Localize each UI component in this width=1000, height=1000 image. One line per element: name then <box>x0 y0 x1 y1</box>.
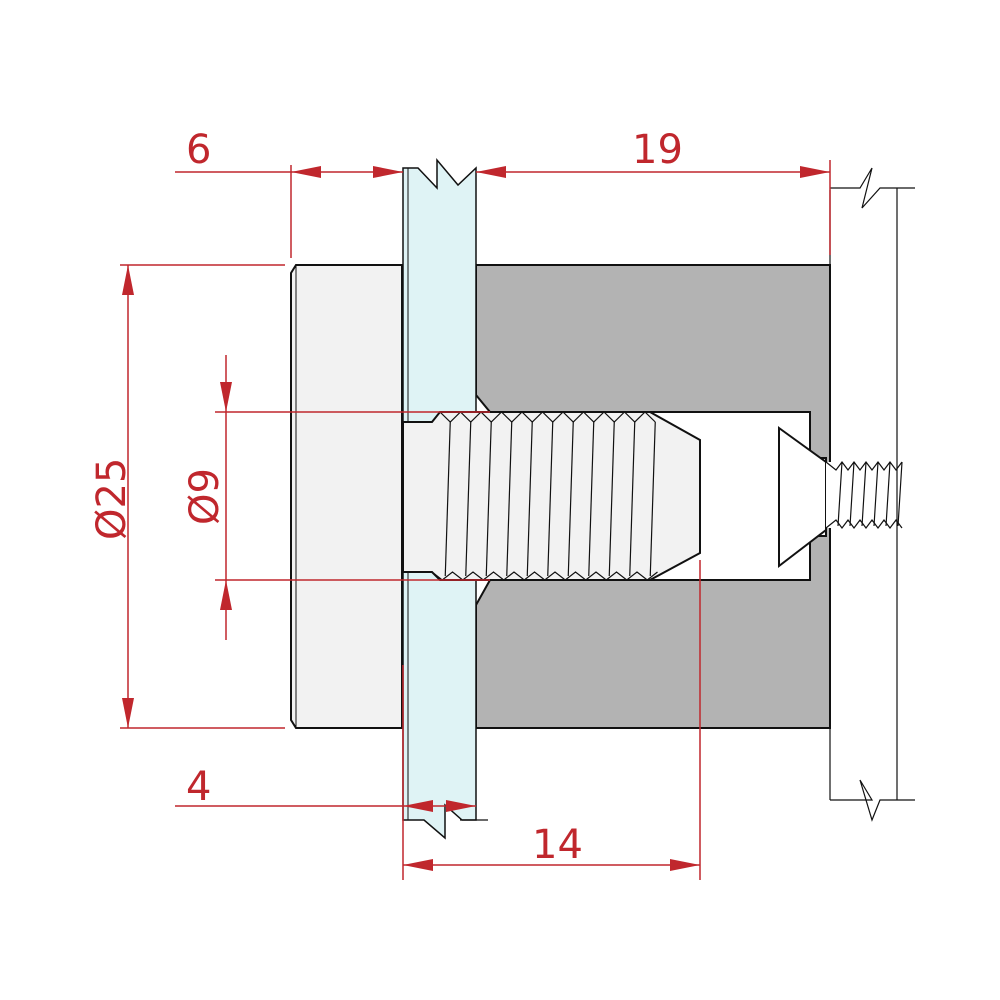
countersunk-screw <box>778 426 903 569</box>
thread-line <box>873 461 879 527</box>
thread-line <box>861 461 867 527</box>
dimension-cap-diameter: Ø25 <box>89 264 285 729</box>
threaded-bolt <box>402 411 701 581</box>
dimension-glass-thickness: 4 <box>175 665 476 880</box>
thread-line <box>649 421 656 577</box>
dimension-bolt-diameter: Ø9 <box>182 355 490 640</box>
thread-line <box>506 421 513 577</box>
cap <box>290 264 403 729</box>
label-glass-thickness: 4 <box>186 764 211 810</box>
thread-line <box>837 461 843 527</box>
dimension-cap-thickness: 6 <box>175 127 403 258</box>
dimension-bolt-length: 14 <box>403 560 701 880</box>
thread-profile <box>431 571 658 581</box>
thread-line <box>588 421 595 577</box>
thread-line <box>608 421 615 577</box>
thread-line <box>485 421 492 577</box>
label-cap-diameter: Ø25 <box>89 458 135 540</box>
label-body-length: 19 <box>632 127 683 173</box>
thread-line <box>526 421 533 577</box>
thread-profile <box>825 519 903 529</box>
dimension-body-length: 19 <box>476 127 831 255</box>
thread-line <box>897 461 903 527</box>
label-bolt-diameter: Ø9 <box>182 468 228 525</box>
thread-profile <box>431 411 656 423</box>
thread-profile <box>825 461 903 471</box>
label-bolt-length: 14 <box>532 822 583 868</box>
thread-line <box>465 421 472 577</box>
thread-line <box>629 421 636 577</box>
thread-line <box>567 421 574 577</box>
thread-line <box>885 461 891 527</box>
thread-line <box>444 421 451 577</box>
thread-line <box>849 461 855 527</box>
label-cap-thickness: 6 <box>186 127 211 173</box>
thread-line <box>547 421 554 577</box>
